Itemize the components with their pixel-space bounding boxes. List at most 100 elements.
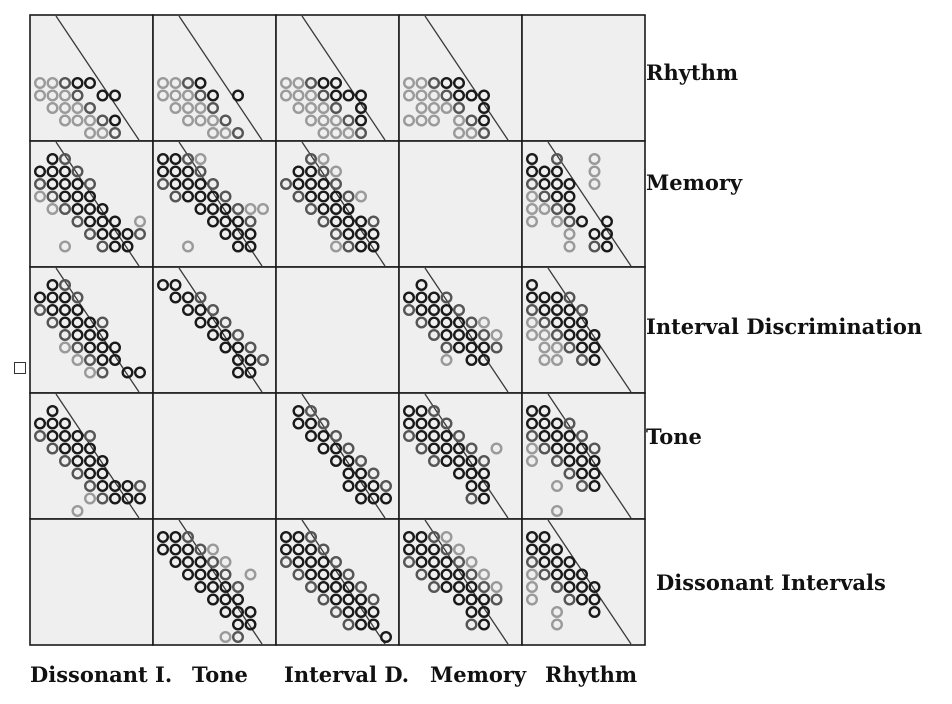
data-point-tone-vs-dissonant-i-1 [34,417,47,430]
data-point-rhythm-vs-interval-d-24 [342,126,355,139]
data-point-tone-vs-rhythm-25 [551,480,564,493]
data-point-interval-discrimination-vs-rhythm-11 [538,316,551,329]
data-point-rhythm-vs-memory-12 [415,101,428,114]
data-point-rhythm-vs-tone-17 [219,114,232,127]
data-point-interval-discrimination-vs-dissonant-i-2 [34,291,47,304]
fit-line-memory-vs-tone [178,141,263,267]
data-point-dissonant-intervals-vs-rhythm-19 [526,593,539,606]
data-point-memory-vs-interval-d-21 [317,215,330,228]
data-point-rhythm-vs-interval-d-15 [330,101,343,114]
data-point-tone-vs-memory-13 [428,442,441,455]
data-point-tone-vs-interval-d-8 [317,442,330,455]
data-point-memory-vs-interval-d-4 [317,165,330,178]
data-point-rhythm-vs-tone-12 [194,101,207,114]
data-point-dissonant-intervals-vs-interval-d-32 [355,618,368,631]
data-point-dissonant-intervals-vs-rhythm-6 [538,556,551,569]
data-point-rhythm-vs-dissonant-i-22 [108,126,121,139]
data-point-memory-vs-tone-14 [181,190,194,203]
data-point-rhythm-vs-dissonant-i-15 [59,114,72,127]
data-point-memory-vs-rhythm-5 [551,165,564,178]
data-point-rhythm-vs-memory-22 [478,114,491,127]
data-point-rhythm-vs-memory-19 [428,114,441,127]
data-point-tone-vs-dissonant-i-12 [83,442,96,455]
data-point-dissonant-intervals-vs-rhythm-24 [588,606,601,619]
data-point-memory-vs-interval-d-18 [317,202,330,215]
data-point-memory-vs-tone-33 [244,240,257,253]
data-point-memory-vs-interval-d-19 [330,202,343,215]
data-point-tone-vs-dissonant-i-21 [96,480,109,493]
data-point-tone-vs-rhythm-17 [526,455,539,468]
data-point-interval-discrimination-vs-memory-29 [478,354,491,367]
data-point-tone-vs-dissonant-i-19 [96,467,109,480]
data-point-tone-vs-interval-d-3 [305,417,318,430]
data-point-rhythm-vs-interval-d-21 [355,114,368,127]
data-point-rhythm-vs-interval-d-16 [355,101,368,114]
data-point-rhythm-vs-dissonant-i-19 [108,114,121,127]
data-point-interval-discrimination-vs-rhythm-9 [576,304,589,317]
data-point-tone-vs-memory-21 [465,455,478,468]
data-point-memory-vs-tone-0 [156,152,169,165]
data-point-rhythm-vs-memory-2 [428,76,441,89]
data-point-interval-discrimination-vs-memory-27 [440,354,453,367]
data-point-dissonant-intervals-vs-interval-d-25 [355,593,368,606]
data-point-memory-vs-dissonant-i-27 [96,227,109,240]
data-point-memory-vs-rhythm-13 [538,190,551,203]
resize-handle[interactable] [14,362,26,374]
data-point-dissonant-intervals-vs-interval-d-20 [342,581,355,594]
data-point-memory-vs-tone-16 [206,190,219,203]
data-point-tone-vs-rhythm-22 [563,467,576,480]
data-point-interval-discrimination-vs-dissonant-i-30 [121,366,134,379]
data-point-rhythm-vs-dissonant-i-10 [108,89,121,102]
data-point-memory-vs-dissonant-i-11 [34,190,47,203]
data-point-tone-vs-interval-d-22 [367,492,380,505]
data-point-memory-vs-interval-d-16 [355,190,368,203]
data-point-rhythm-vs-dissonant-i-12 [59,101,72,114]
data-point-memory-vs-interval-d-11 [292,190,305,203]
data-point-dissonant-intervals-vs-tone-27 [244,606,257,619]
data-point-tone-vs-dissonant-i-15 [83,455,96,468]
data-point-memory-vs-dissonant-i-7 [46,177,59,190]
data-point-memory-vs-interval-d-29 [367,227,380,240]
data-point-rhythm-vs-interval-d-6 [292,89,305,102]
data-point-interval-discrimination-vs-memory-6 [415,304,428,317]
data-point-rhythm-vs-dissonant-i-13 [71,101,84,114]
data-point-interval-discrimination-vs-rhythm-21 [538,341,551,354]
data-point-memory-vs-interval-d-1 [317,152,330,165]
data-point-interval-discrimination-vs-dissonant-i-1 [59,279,72,292]
data-point-tone-vs-memory-18 [428,455,441,468]
data-point-tone-vs-memory-12 [415,442,428,455]
data-point-rhythm-vs-memory-10 [465,89,478,102]
data-point-rhythm-vs-tone-10 [169,101,182,114]
data-point-dissonant-intervals-vs-interval-d-0 [280,531,293,544]
data-point-memory-vs-rhythm-25 [563,227,576,240]
data-point-dissonant-intervals-vs-interval-d-31 [342,618,355,631]
data-point-memory-vs-dissonant-i-33 [108,240,121,253]
data-point-rhythm-vs-interval-d-3 [317,76,330,89]
data-point-tone-vs-dissonant-i-9 [46,442,59,455]
data-point-tone-vs-dissonant-i-23 [121,480,134,493]
data-point-rhythm-vs-tone-4 [156,89,169,102]
data-point-tone-vs-memory-28 [465,492,478,505]
data-point-memory-vs-rhythm-18 [551,202,564,215]
data-point-rhythm-vs-tone-2 [181,76,194,89]
data-point-tone-vs-interval-d-6 [317,430,330,443]
data-point-dissonant-intervals-vs-memory-23 [453,581,466,594]
data-point-memory-vs-dissonant-i-6 [34,177,47,190]
data-point-tone-vs-interval-d-7 [330,430,343,443]
data-point-memory-vs-dissonant-i-10 [83,177,96,190]
data-point-tone-vs-interval-d-4 [317,417,330,430]
data-point-interval-discrimination-vs-dissonant-i-7 [46,304,59,317]
fit-line-rhythm-vs-memory [424,15,509,141]
data-point-memory-vs-tone-30 [244,227,257,240]
data-point-memory-vs-interval-d-5 [330,165,343,178]
data-point-dissonant-intervals-vs-memory-34 [478,618,491,631]
data-point-memory-vs-rhythm-1 [551,152,564,165]
data-point-dissonant-intervals-vs-rhythm-18 [588,581,601,594]
data-point-memory-vs-rhythm-8 [538,177,551,190]
data-point-memory-vs-interval-d-0 [305,152,318,165]
data-point-memory-vs-dissonant-i-9 [71,177,84,190]
data-point-dissonant-intervals-vs-memory-16 [428,568,441,581]
data-point-memory-vs-tone-5 [169,165,182,178]
data-point-interval-discrimination-vs-rhythm-26 [538,354,551,367]
data-point-dissonant-intervals-vs-memory-29 [478,593,491,606]
